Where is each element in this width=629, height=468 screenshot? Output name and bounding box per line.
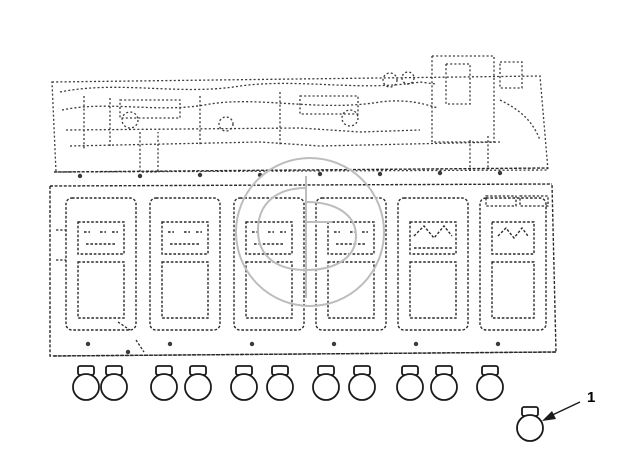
callout-number: 1 [587, 389, 595, 406]
plug-icon [396, 365, 424, 401]
cylinder-bay [315, 197, 387, 331]
block-top-detail [51, 55, 549, 173]
logo-watermark-icon [235, 157, 385, 307]
cylinder-bay [479, 197, 547, 331]
plug-icon [184, 365, 212, 401]
block-side-tabs [56, 195, 549, 353]
cylinder-bay [65, 197, 137, 331]
block-bolt-holes [77, 170, 503, 355]
plug-icon [100, 365, 128, 401]
plug-icon [72, 365, 100, 401]
cylinder-bay [233, 197, 305, 331]
cylinder-bay [149, 197, 221, 331]
block-outline [49, 183, 557, 357]
cylinder-bay [397, 197, 469, 331]
plug-row [72, 365, 504, 401]
callout-leader [542, 401, 581, 421]
plug-icon [430, 365, 458, 401]
cylinder-bays [65, 197, 547, 331]
callout-plug [516, 406, 544, 442]
plug-icon [150, 365, 178, 401]
plug-icon [312, 365, 340, 401]
block-deck-line [49, 167, 553, 187]
plug-icon [348, 365, 376, 401]
plug-icon [230, 365, 258, 401]
plug-icon [266, 365, 294, 401]
plug-icon [476, 365, 504, 401]
